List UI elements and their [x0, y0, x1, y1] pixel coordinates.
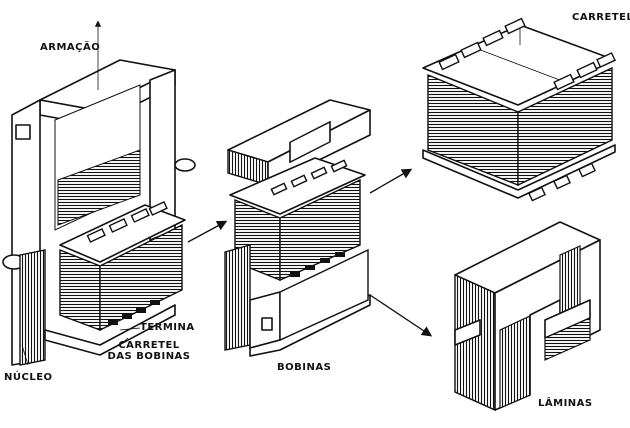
mount-ear-right [174, 158, 196, 172]
carretel-bobbin [422, 17, 616, 202]
label-carretel-bobinas: CARRETEL DAS BOBINAS [104, 340, 194, 362]
assembled-transformer [2, 20, 196, 366]
coil-winding-side [99, 223, 183, 332]
coil-winding-front [59, 248, 101, 332]
exploded-bobinas [224, 99, 371, 357]
bobbin-bottom-flange [44, 304, 176, 356]
label-nucleo: NÚCLEO [4, 372, 53, 383]
label-laminas: LÂMINAS [538, 398, 593, 409]
bottom-core-left [224, 244, 251, 351]
middle-bobbin-top [229, 157, 366, 215]
bobbin-top-flange [59, 204, 186, 263]
label-bobinas: BOBINAS [277, 362, 332, 373]
arrow-to-bobinas [187, 220, 228, 243]
label-carretel-bobinas-line2: DAS BOBINAS [107, 351, 191, 362]
frame-slot [15, 124, 31, 140]
laminas-core [454, 221, 601, 412]
carretel-winding-side [517, 66, 613, 187]
carretel-bottom-flange [422, 144, 616, 199]
label-termina: TERMINA [140, 322, 195, 333]
label-carretel-bobinas-line1: CARRETEL [118, 340, 180, 351]
core-top-laminations [57, 149, 141, 226]
arrow-to-laminas [369, 294, 433, 337]
arrow-to-carretel [369, 168, 413, 194]
label-carretel: CARRETEL [572, 12, 630, 23]
core-left-laminations [19, 249, 46, 366]
label-armacao: ARMAÇÃO [40, 42, 101, 53]
